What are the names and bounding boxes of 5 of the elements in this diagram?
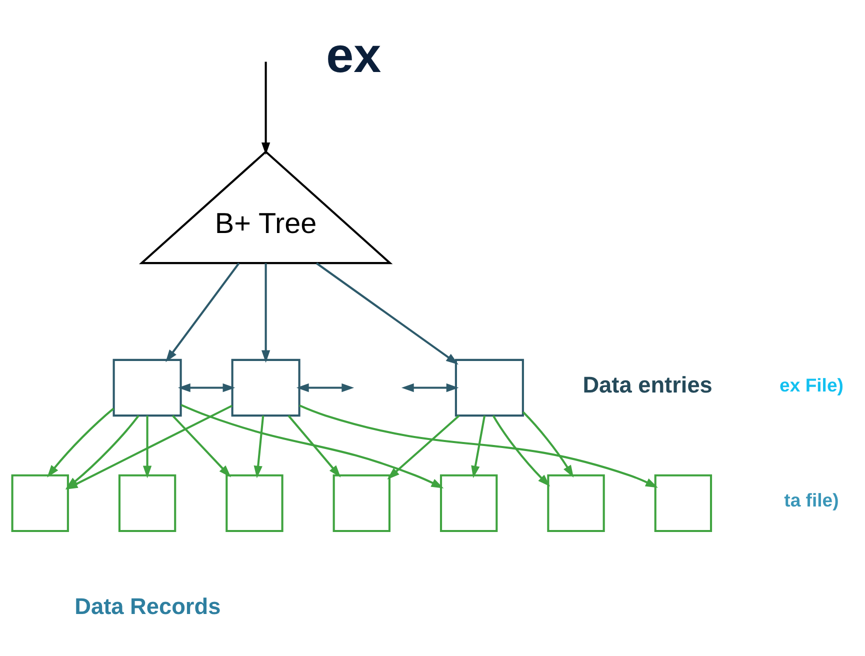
label: Data entries [582,371,712,397]
label: ta file) [784,489,839,510]
label: ex [326,27,382,82]
label: ex File) [780,374,844,395]
label: Data Records [74,592,221,619]
